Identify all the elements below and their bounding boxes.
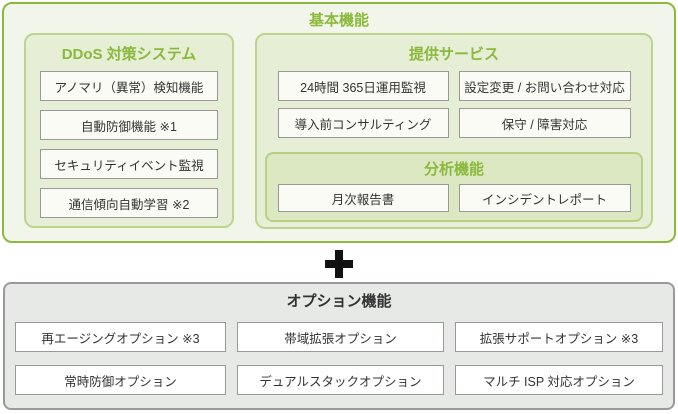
option-box-re-aging: 再エージングオプション ※3 [15, 322, 226, 352]
analysis-item-grid: 月次報告書 インシデントレポート [267, 184, 641, 212]
analysis-box-monthly-report: 月次報告書 [277, 184, 449, 212]
basic-functions-box: 基本機能 DDoS 対策システム アノマリ（異常）検知機能 自動防御機能 ※1 … [2, 2, 676, 243]
option-box-multi-isp: マルチ ISP 対応オプション [455, 365, 663, 395]
option-functions-box: オプション機能 再エージングオプション ※3 帯域拡張オプション 拡張サポートオ… [3, 282, 675, 410]
option-box-bandwidth-expansion: 帯域拡張オプション [237, 322, 444, 352]
ddos-item-list: アノマリ（異常）検知機能 自動防御機能 ※1 セキュリティイベント監視 通信傾向… [26, 71, 232, 218]
options-item-grid: 再エージングオプション ※3 帯域拡張オプション 拡張サポートオプション ※3 … [5, 322, 673, 395]
option-box-extended-support: 拡張サポートオプション ※3 [455, 322, 663, 352]
services-item-grid: 24時間 365日運用監視 設定変更 / お問い合わせ対応 導入前コンサルティン… [257, 71, 651, 138]
basic-functions-title: 基本機能 [308, 12, 369, 29]
provided-services-title: 提供サービス [408, 46, 499, 63]
ddos-system-title: DDoS 対策システム [61, 46, 197, 63]
service-box-maintenance-failure-support: 保守 / 障害対応 [458, 108, 631, 138]
service-box-247-monitoring: 24時間 365日運用監視 [277, 71, 449, 101]
option-box-always-on-defense: 常時防御オプション [15, 365, 226, 395]
feature-box-anomaly-detection: アノマリ（異常）検知機能 [40, 71, 218, 101]
analysis-box-incident-report: インシデントレポート [458, 184, 631, 212]
service-box-pre-install-consulting: 導入前コンサルティング [277, 108, 449, 138]
option-functions-title: オプション機能 [286, 293, 392, 310]
option-box-dual-stack: デュアルスタックオプション [237, 365, 444, 395]
ddos-system-panel: DDoS 対策システム アノマリ（異常）検知機能 自動防御機能 ※1 セキュリテ… [24, 33, 234, 228]
feature-box-auto-defense: 自動防御機能 ※1 [40, 110, 218, 140]
provided-services-panel: 提供サービス 24時間 365日運用監視 設定変更 / お問い合わせ対応 導入前… [255, 33, 653, 229]
feature-box-traffic-trend-learning: 通信傾向自動学習 ※2 [40, 188, 218, 218]
analysis-functions-title: 分析機能 [423, 161, 484, 178]
service-box-config-change-support: 設定変更 / お問い合わせ対応 [458, 71, 631, 101]
feature-box-security-event-monitoring: セキュリティイベント監視 [40, 149, 218, 179]
plus-icon [325, 250, 353, 278]
analysis-functions-panel: 分析機能 月次報告書 インシデントレポート [265, 152, 643, 222]
